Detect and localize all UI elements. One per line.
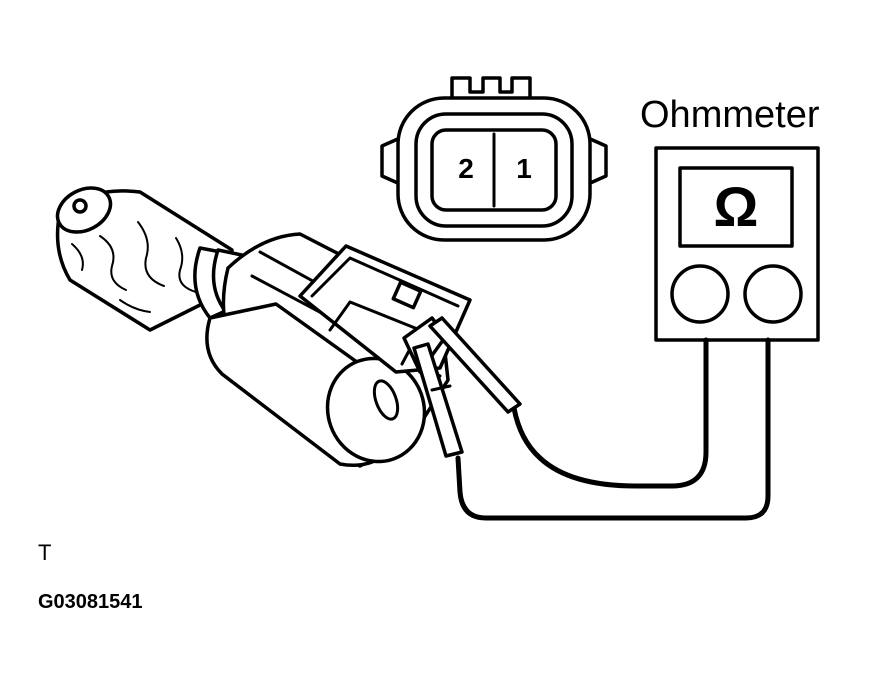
test-probes	[412, 316, 522, 458]
lead-wire-outer	[511, 337, 709, 489]
connector-face: 2 1	[380, 76, 608, 242]
view-letter-label: T	[38, 540, 51, 565]
test-leads	[455, 337, 771, 521]
pin-1-label: 1	[516, 153, 532, 184]
lead-wire-inner	[455, 337, 771, 521]
ohm-symbol-icon: Ω	[714, 175, 759, 238]
probe-outer	[428, 316, 522, 414]
figure-code-label: G03081541	[38, 591, 143, 613]
probe-inner	[412, 342, 464, 458]
oil-control-valve	[55, 186, 472, 468]
ohmmeter-label: Ohmmeter	[640, 94, 820, 136]
meter-terminal-right	[743, 264, 803, 324]
pin-2-label: 2	[458, 153, 474, 184]
meter-terminal-left	[670, 264, 730, 324]
ohmmeter: Ω	[654, 146, 820, 342]
